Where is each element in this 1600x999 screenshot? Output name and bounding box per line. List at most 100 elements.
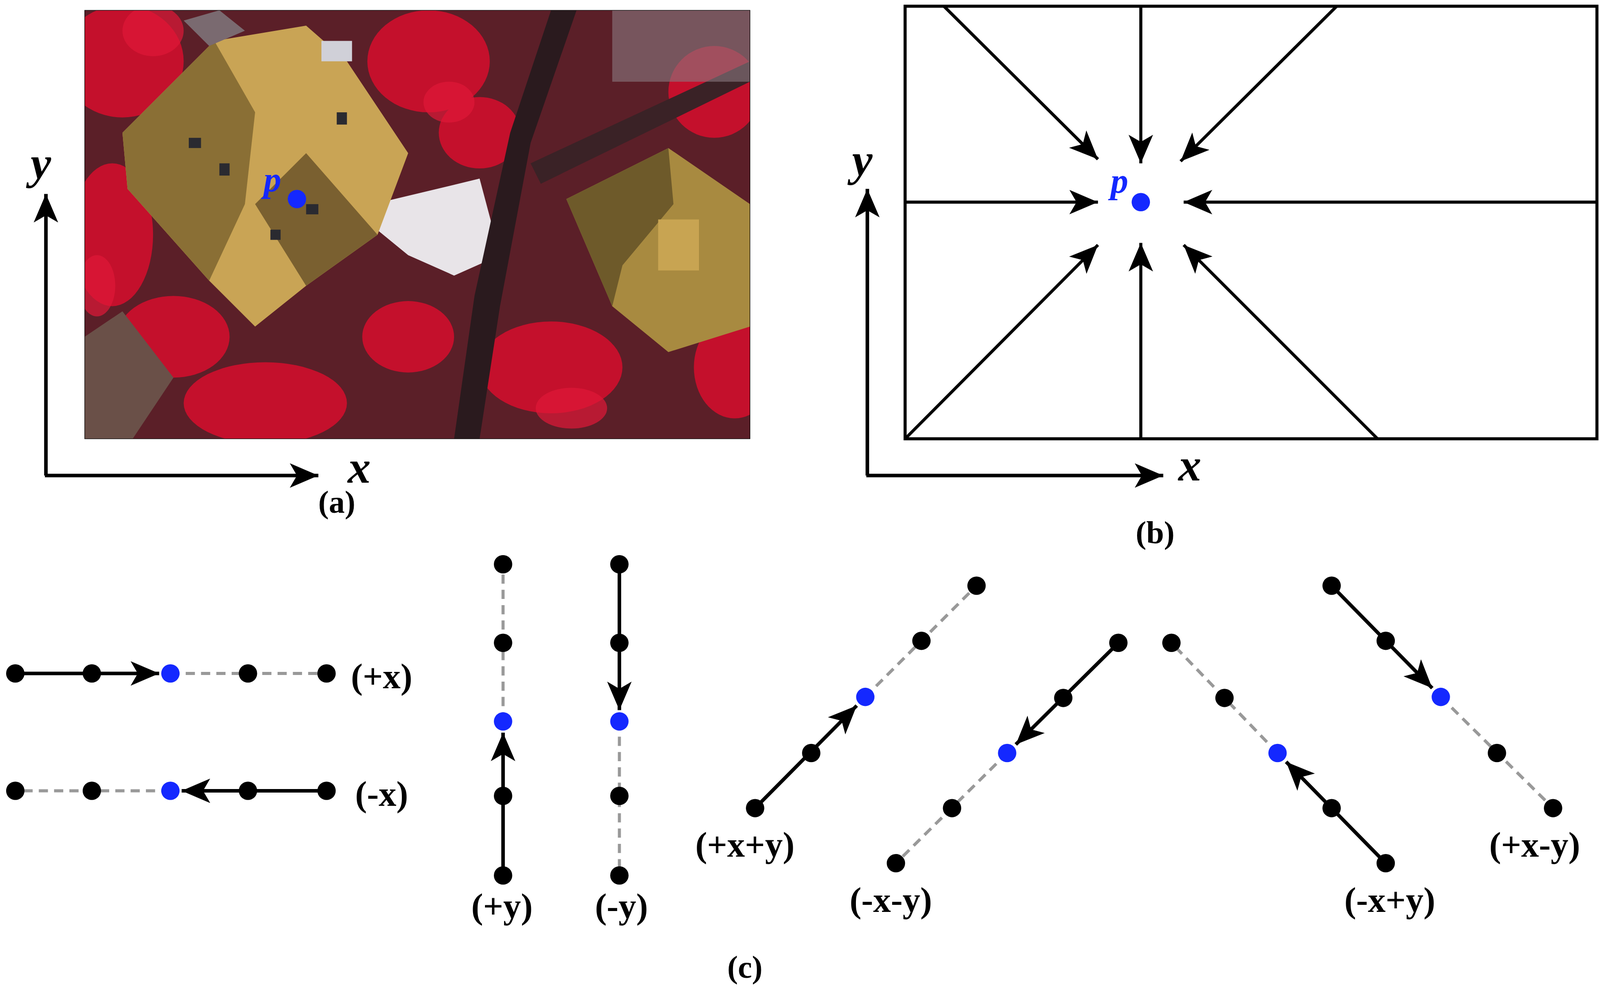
figure-rect — [336, 112, 348, 125]
figure-circle — [1109, 633, 1128, 653]
figure-line — [1015, 642, 1119, 745]
figure-circle — [997, 744, 1017, 763]
direction-label: (-x-y) — [849, 882, 933, 918]
figure-rect — [84, 10, 751, 439]
figure-ellipse — [423, 81, 475, 123]
direction-label: (-y) — [595, 888, 649, 925]
direction-label: (+x+y) — [695, 827, 795, 863]
figure-circle — [1322, 576, 1341, 596]
point-p — [287, 190, 307, 209]
figure-rect — [905, 6, 1597, 440]
figure-line — [1183, 244, 1378, 440]
panel-label: (c) — [727, 951, 763, 984]
figure-line — [905, 200, 1098, 204]
figure-circle — [1053, 688, 1073, 708]
figure-circle — [855, 687, 875, 707]
figure-circle — [493, 633, 513, 653]
figure-circle — [610, 712, 629, 731]
figure-circle — [967, 576, 986, 596]
figure-circle — [610, 633, 629, 653]
axis-label: x — [1178, 442, 1202, 489]
figure-line — [943, 6, 1099, 160]
figure-circle — [6, 781, 25, 801]
direction-label: (-x) — [355, 776, 409, 812]
figure-rect — [305, 204, 319, 215]
figure-circle — [610, 555, 629, 574]
figure-ellipse — [122, 10, 184, 57]
figure-circle — [1322, 798, 1341, 818]
figure-ellipse — [535, 387, 608, 429]
figure-polygon — [183, 10, 245, 46]
figure-line — [1331, 585, 1433, 689]
figure-circle — [610, 786, 629, 806]
figure-circle — [238, 781, 258, 801]
figure-circle — [1376, 631, 1396, 651]
figure-g — [188, 41, 352, 241]
figure-circle — [801, 744, 821, 763]
figure-circle — [493, 786, 513, 806]
figure-circle — [6, 664, 25, 684]
figure-rect — [84, 10, 751, 439]
figure-circle — [161, 664, 180, 684]
figure-ellipse — [183, 362, 347, 440]
figure-polygon — [255, 152, 378, 286]
figure-circle — [493, 866, 513, 886]
axis-label: y — [851, 137, 873, 184]
figure-line — [1286, 761, 1386, 864]
figure-circle — [161, 781, 180, 801]
direction-label: (-x+y) — [1344, 882, 1436, 918]
figure-polygon — [454, 10, 577, 439]
figure-line — [1183, 200, 1597, 204]
figure-rect — [270, 229, 281, 241]
figure-circle — [1487, 744, 1507, 763]
direction-label: (+x-y) — [1489, 827, 1581, 863]
figure-line — [865, 585, 977, 698]
axes-b — [866, 188, 1164, 476]
panel-b — [905, 6, 1597, 440]
figure-line — [866, 473, 1164, 478]
figure-circle — [82, 664, 102, 684]
figure-polygon — [84, 311, 174, 440]
image-frame — [84, 10, 751, 439]
panel-label: (b) — [1135, 516, 1175, 549]
figure-line — [865, 188, 870, 476]
figure-ellipse — [84, 255, 116, 317]
figure-polygon — [566, 148, 750, 353]
path-dots — [6, 555, 1563, 885]
figure-rect — [219, 163, 230, 176]
direction-label: (+y) — [471, 888, 533, 925]
figure-circle — [886, 854, 906, 873]
figure-circle — [1543, 798, 1563, 818]
figure-rect — [188, 137, 202, 149]
figure-circle — [610, 866, 629, 886]
figure-circle — [317, 664, 337, 684]
figure-line — [45, 473, 319, 478]
figure-ellipse — [362, 301, 455, 373]
point-label: p — [263, 161, 282, 198]
direction-label: (+x) — [351, 658, 413, 695]
figure-circle — [1431, 687, 1451, 707]
figure-rect — [321, 41, 352, 62]
figure-circle — [1215, 688, 1234, 708]
solid-paths — [15, 564, 1433, 876]
point-p — [1131, 192, 1151, 212]
figure-circle — [493, 712, 513, 731]
figure-circle — [238, 664, 258, 684]
figure-line — [905, 244, 1098, 440]
figure-circle — [82, 781, 102, 801]
figure-line — [44, 194, 48, 476]
figure-line — [755, 705, 857, 809]
aerial-image — [84, 10, 751, 439]
figure-circle — [493, 555, 513, 574]
figure-rect — [612, 10, 751, 82]
figure-circle — [1268, 744, 1287, 763]
figure-circle — [943, 798, 962, 818]
figure-polygon — [122, 41, 256, 281]
figure-polygon — [566, 148, 674, 307]
figure-line — [1440, 697, 1554, 809]
figure-circle — [912, 631, 931, 651]
figure-line — [1171, 642, 1278, 753]
axis-label: y — [30, 140, 51, 187]
figure-polygon — [122, 25, 409, 327]
